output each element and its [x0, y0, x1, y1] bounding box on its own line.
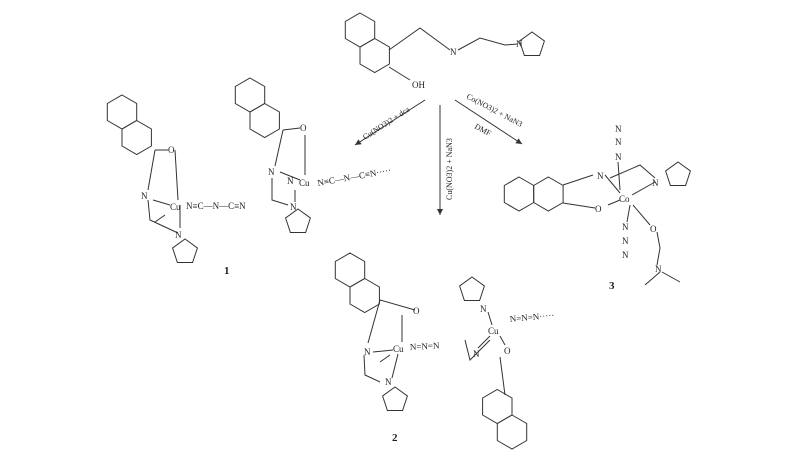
condition-left: Cu(NO3)2 + dca — [361, 105, 411, 142]
c3-o1: O — [595, 204, 602, 214]
ligand-oh: OH — [412, 80, 425, 90]
c3-co: Co — [619, 194, 630, 204]
c3-azide-bottom-1: N — [622, 222, 629, 232]
compound-2-label: 2 — [392, 432, 398, 444]
c2-bridge: N=N=N — [410, 340, 441, 352]
ligand-pyrrolidine-n: N — [516, 39, 523, 49]
c1-pyrrolidine-1 — [172, 238, 198, 263]
c2-npyr2: N — [480, 304, 487, 314]
c2-naphthalene-1-ring-a — [334, 252, 366, 288]
compound-3-label: 3 — [609, 280, 615, 292]
c3-dmf-n: N — [655, 264, 662, 274]
c1-naphthalene-1-ring-a — [106, 94, 138, 130]
c2-npyr1: N — [385, 377, 392, 387]
compound-1-label: 1 — [224, 265, 230, 277]
c2-o2: O — [504, 346, 511, 356]
c2-o1: O — [413, 306, 420, 316]
c3-naphthalene-ring-b — [533, 176, 564, 212]
c2-tail: N=N=N····· — [509, 310, 554, 324]
c2-n1: N — [364, 347, 371, 357]
c1-tail: N≡C—N—C≡N····· — [317, 165, 392, 188]
c2-naphthalene-1-ring-b — [349, 277, 380, 314]
c1-naphthalene-2-ring-a — [234, 77, 266, 113]
c2-naphthalene-2-ring-b — [482, 388, 513, 425]
ligand-pyrrolidine — [519, 31, 545, 56]
condition-down: Cu(NO3)2 + NaN3 — [445, 138, 454, 200]
c1-naphthalene-2-ring-b — [249, 102, 280, 139]
arrow-left — [354, 99, 426, 146]
c3-n1: N — [597, 171, 604, 181]
c1-o1: O — [168, 145, 175, 155]
c1-cu1: Cu — [170, 202, 181, 212]
c3-npyr: N — [652, 178, 659, 188]
ligand-imine-n: N — [450, 47, 457, 57]
c1-o2: O — [300, 123, 307, 133]
c1-npyr2: N — [290, 202, 297, 212]
c1-bridge: N≡C—N—C≡N — [186, 201, 246, 211]
ligand-naphthalene-ring-b — [359, 37, 390, 74]
c3-azide-bottom-2: N — [622, 236, 629, 246]
c3-pyrrolidine — [665, 161, 691, 186]
c3-azide-top-1: N — [615, 124, 622, 134]
c2-cu1: Cu — [393, 344, 404, 354]
condition-right-solvent: DMF — [473, 122, 493, 138]
c3-azide-bottom-3: N — [622, 250, 629, 260]
c2-pyrrolidine-2 — [459, 276, 485, 301]
ligand-naphthalene-ring-a — [344, 12, 376, 48]
c1-npyr1: N — [175, 230, 182, 240]
c3-dmf-o: O — [650, 224, 657, 234]
arrow-right — [454, 99, 523, 145]
c3-azide-top-3: N — [615, 152, 622, 162]
c2-cu2: Cu — [488, 326, 499, 336]
c1-cu2: Cu — [299, 178, 310, 188]
c2-pyrrolidine-1 — [382, 386, 408, 411]
condition-right: Co(NO3)2 + NaN3 — [465, 92, 524, 129]
c1-n2: N — [268, 167, 275, 177]
c1-n3: N — [287, 176, 294, 186]
bonds — [147, 27, 681, 396]
c2-n2: N — [473, 349, 480, 359]
c1-pyrrolidine-2 — [285, 208, 311, 233]
c3-azide-top-2: N — [615, 137, 622, 147]
ring-structures — [106, 12, 691, 450]
c3-naphthalene-ring-a — [503, 176, 535, 212]
c1-naphthalene-1-ring-b — [121, 119, 152, 156]
c1-n1: N — [141, 191, 148, 201]
c2-naphthalene-2-ring-a — [496, 414, 528, 450]
